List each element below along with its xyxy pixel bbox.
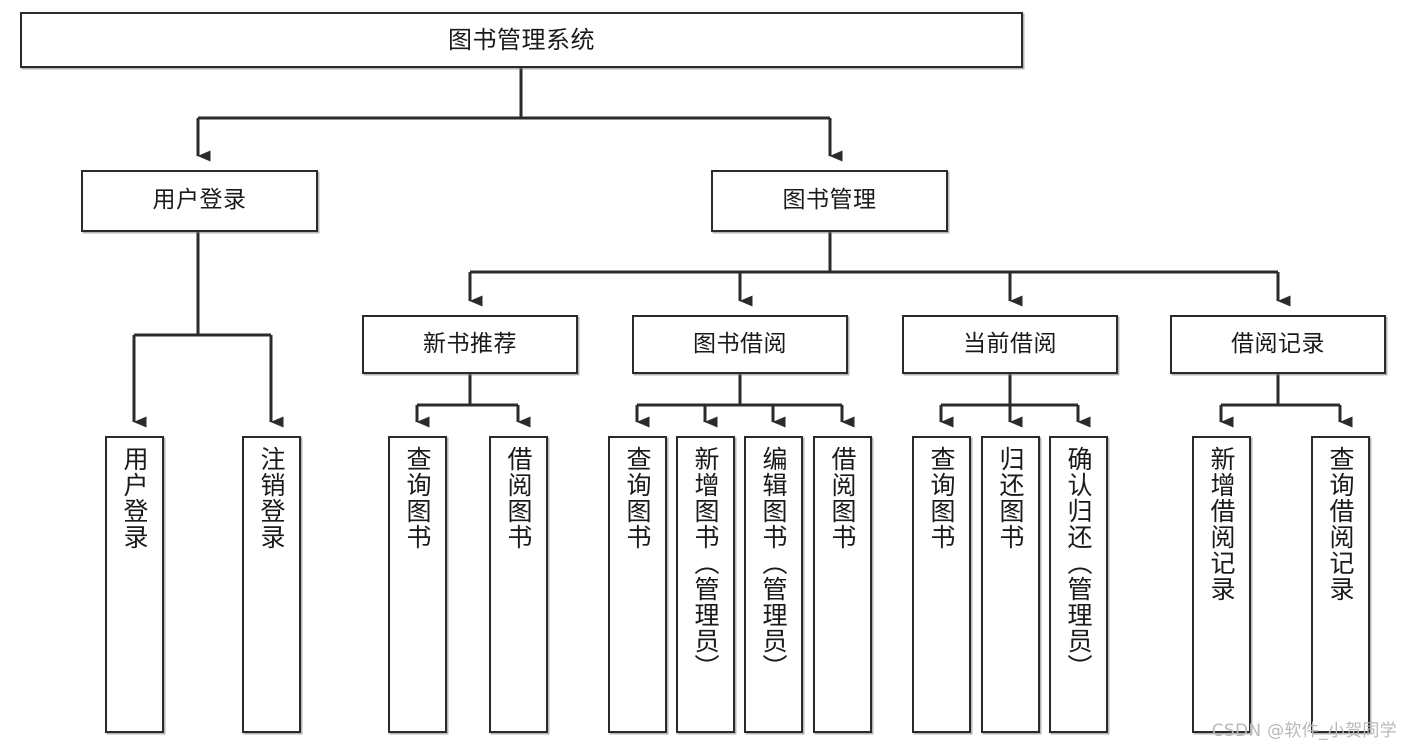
node-label: 新书推荐 <box>423 330 517 357</box>
node-current-borrow[interactable]: 当前借阅 <box>902 315 1118 374</box>
node-label: 借阅图书 <box>828 446 857 550</box>
node-label: 借阅记录 <box>1231 330 1325 357</box>
watermark-csdn: CSDN @软件_小贺同学 <box>1211 721 1397 741</box>
node-label: 图书管理系统 <box>448 25 595 54</box>
node-new-book-recommend[interactable]: 新书推荐 <box>362 315 578 374</box>
leaf-logout[interactable]: 注销登录 <box>242 436 301 733</box>
node-label: 新增图书（管理员） <box>691 446 720 680</box>
node-label: 当前借阅 <box>963 330 1057 357</box>
leaf-newbook-borrow-book[interactable]: 借阅图书 <box>489 436 548 733</box>
leaf-borrow-edit-book-admin[interactable]: 编辑图书（管理员） <box>744 436 803 733</box>
node-label: 归还图书 <box>996 446 1025 550</box>
node-user-login[interactable]: 用户登录 <box>81 170 318 232</box>
leaf-record-add-borrow-record[interactable]: 新增借阅记录 <box>1192 436 1251 733</box>
leaf-newbook-query-book[interactable]: 查询图书 <box>388 436 447 733</box>
node-label: 用户登录 <box>120 446 149 550</box>
node-label: 注销登录 <box>257 446 286 550</box>
node-label: 新增借阅记录 <box>1207 446 1236 602</box>
node-label: 查询图书 <box>623 446 652 550</box>
node-book-borrow[interactable]: 图书借阅 <box>632 315 848 374</box>
node-label: 借阅图书 <box>504 446 533 550</box>
node-label: 图书管理 <box>782 187 877 214</box>
node-label: 用户登录 <box>152 187 247 214</box>
node-book-management[interactable]: 图书管理 <box>711 170 948 232</box>
leaf-borrow-borrow-book[interactable]: 借阅图书 <box>813 436 872 733</box>
leaf-current-return-book[interactable]: 归还图书 <box>981 436 1040 733</box>
node-label: 编辑图书（管理员） <box>759 446 788 680</box>
leaf-current-confirm-return-admin[interactable]: 确认归还（管理员） <box>1049 436 1108 733</box>
node-label: 查询图书 <box>927 446 956 550</box>
leaf-current-query-book[interactable]: 查询图书 <box>912 436 971 733</box>
node-label: 查询借阅记录 <box>1326 446 1355 602</box>
node-label: 确认归还（管理员） <box>1064 446 1093 680</box>
node-root-book-management-system[interactable]: 图书管理系统 <box>20 12 1023 68</box>
node-label: 查询图书 <box>403 446 432 550</box>
leaf-borrow-query-book[interactable]: 查询图书 <box>608 436 667 733</box>
node-borrow-record[interactable]: 借阅记录 <box>1170 315 1386 374</box>
node-label: 图书借阅 <box>693 330 787 357</box>
leaf-user-login[interactable]: 用户登录 <box>105 436 164 733</box>
leaf-borrow-add-book-admin[interactable]: 新增图书（管理员） <box>676 436 735 733</box>
leaf-record-query-borrow-record[interactable]: 查询借阅记录 <box>1311 436 1370 733</box>
